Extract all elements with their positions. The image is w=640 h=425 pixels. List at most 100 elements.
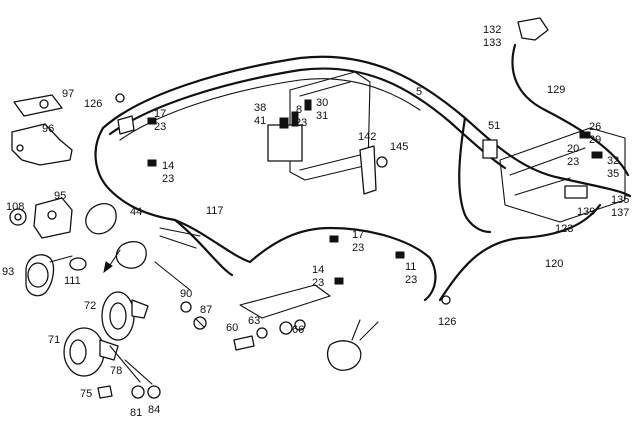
- bracket-97: [13, 94, 63, 117]
- callout-label: 93: [2, 266, 14, 278]
- nut-81: [131, 385, 145, 399]
- callout-label: 137: [611, 207, 629, 219]
- terminal-14-23: [147, 159, 157, 167]
- relay-terminal: [304, 99, 312, 111]
- callout-label: 23: [567, 156, 579, 168]
- right-panel-outline: [499, 127, 626, 223]
- harness-left-bottom: [173, 218, 437, 302]
- callout-label: 17: [352, 229, 364, 241]
- connector-upper-left: [117, 115, 135, 135]
- callout-label: 23: [312, 277, 324, 289]
- connector-lower-center: [326, 340, 362, 371]
- horn-93-face: [27, 262, 49, 288]
- connector-51: [482, 139, 498, 159]
- grommet-111: [69, 257, 87, 271]
- harness-right-down: [458, 116, 492, 234]
- callout-label: 111: [64, 275, 81, 287]
- callout-label: 71: [48, 334, 60, 346]
- harness-inner-line: [119, 78, 421, 141]
- bolt-60: [233, 335, 255, 351]
- lower-panel-outline: [239, 284, 331, 319]
- bracket-97-hole: [39, 99, 49, 109]
- callout-label: 51: [488, 120, 500, 132]
- hardware-leader: [109, 345, 153, 385]
- horn-72-face: [109, 302, 127, 330]
- lead-ground: [154, 261, 191, 291]
- callout-label: 23: [352, 242, 364, 254]
- callout-label: 8: [296, 104, 302, 116]
- relay-block: [267, 124, 303, 162]
- terminal-14-23-lower: [334, 277, 344, 285]
- callout-label: 32: [607, 155, 619, 167]
- lead-117: [159, 227, 201, 249]
- connector-26-29: [579, 131, 591, 139]
- callout-label: 60: [226, 322, 238, 334]
- callout-label: 23: [154, 121, 166, 133]
- nut-66: [279, 321, 293, 335]
- harness-main-upper-inner: [108, 67, 507, 170]
- callout-label: 31: [316, 110, 328, 122]
- callout-label: 11: [405, 261, 416, 273]
- right-panel-inner: [509, 147, 586, 196]
- relay-terminal: [279, 117, 289, 129]
- callout-label: 17: [154, 108, 166, 120]
- bracket-142: [359, 145, 377, 195]
- callout-label: 97: [62, 88, 74, 100]
- callout-label: 38: [254, 102, 266, 114]
- callout-label: 84: [148, 404, 160, 416]
- grommet-126-lower: [441, 295, 451, 305]
- callout-label: 14: [162, 160, 174, 172]
- callout-label: 145: [390, 141, 408, 153]
- callout-label: 133: [483, 37, 501, 49]
- callout-label: 120: [545, 258, 563, 270]
- callout-label: 63: [248, 315, 260, 327]
- screw-87-slot: [195, 318, 205, 328]
- fuse-block-139: [564, 185, 588, 199]
- pointer-arrowhead: [103, 261, 113, 274]
- horn-72-bracket: [131, 299, 149, 319]
- callout-label: 96: [42, 123, 54, 135]
- bracket-96: [11, 123, 73, 166]
- harness-center-branch: [173, 218, 234, 277]
- washer-108-hole: [14, 213, 22, 221]
- washer-63: [256, 327, 268, 339]
- callout-label: 126: [84, 98, 102, 110]
- grommet-126-upper: [115, 93, 125, 103]
- screw-145: [376, 156, 388, 168]
- callout-label: 20: [567, 143, 579, 155]
- connector-20-23: [591, 151, 603, 159]
- callout-label: 66: [292, 324, 304, 336]
- callout-label: 90: [180, 288, 192, 300]
- callout-label: 123: [555, 223, 573, 235]
- harness-to-120: [438, 203, 602, 302]
- terminal-17-23: [147, 117, 157, 125]
- horn-71-face: [69, 339, 87, 365]
- terminal-17-23-lower: [329, 235, 339, 243]
- callout-label: 72: [84, 300, 96, 312]
- callout-label: 26: [589, 121, 601, 133]
- bracket-96-hole: [16, 144, 24, 152]
- callout-label: 108: [6, 201, 24, 213]
- callout-label: 23: [405, 274, 417, 286]
- horn-71-bracket: [99, 339, 119, 361]
- horn-93-lead: [49, 255, 73, 263]
- plug-132-133: [517, 17, 549, 41]
- terminal-11-23: [395, 251, 405, 259]
- callout-label: 30: [316, 97, 328, 109]
- bracket-95-hole: [47, 210, 57, 220]
- washer-66: [294, 319, 306, 331]
- callout-label: 81: [130, 407, 142, 419]
- lower-center-leads: [351, 319, 379, 341]
- callout-label: 75: [80, 388, 92, 400]
- callout-label: 14: [312, 264, 324, 276]
- callout-label: 5: [416, 86, 422, 98]
- callout-label: 44: [130, 206, 142, 218]
- washer-90: [180, 301, 192, 313]
- callout-label: 78: [110, 365, 122, 377]
- harness-129-branch: [511, 43, 630, 177]
- callout-label: 35: [607, 168, 619, 180]
- callout-label: 132: [483, 24, 501, 36]
- connector-lower-left: [115, 241, 147, 269]
- relay-terminal: [291, 111, 299, 127]
